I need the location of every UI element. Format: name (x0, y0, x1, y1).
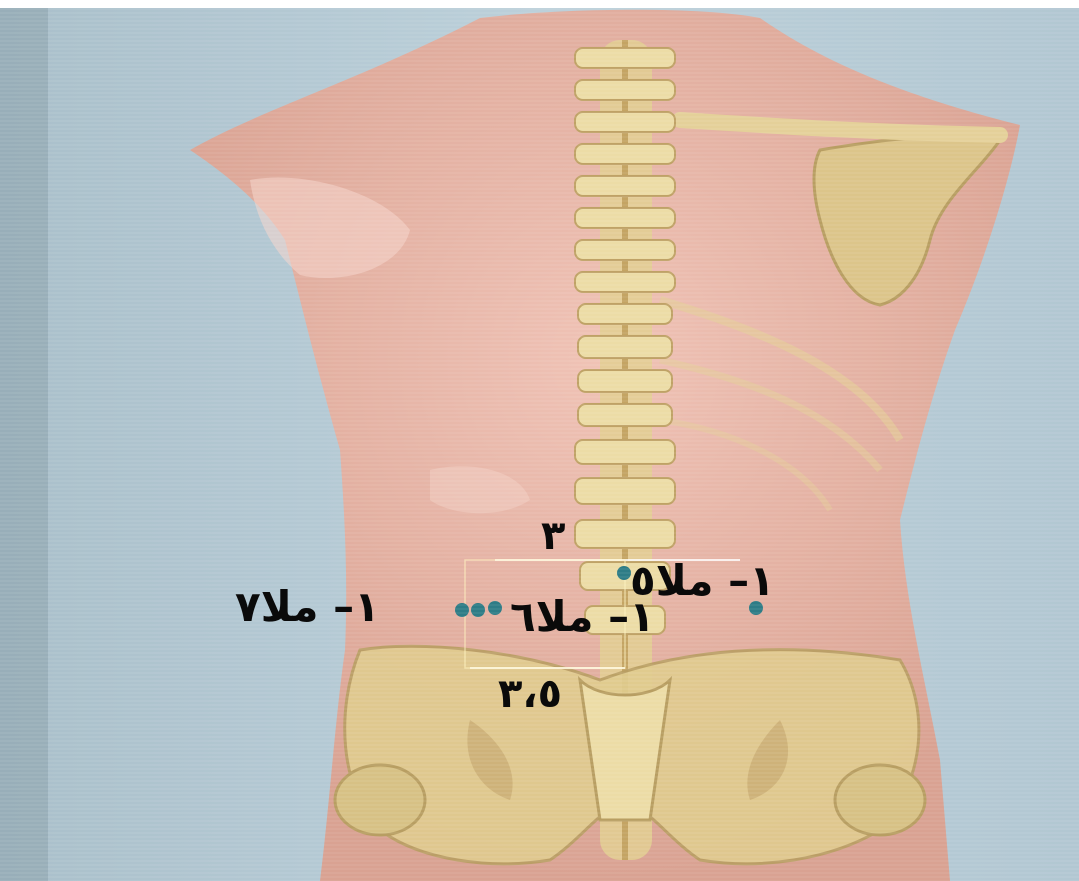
point-label-6: ١– ملا٦ (510, 596, 655, 638)
point-label-7: ١– ملا٧ (235, 586, 380, 628)
distance-label-3-5: ٣،٥ (498, 674, 562, 714)
distance-label-3: ٣ (541, 516, 565, 556)
